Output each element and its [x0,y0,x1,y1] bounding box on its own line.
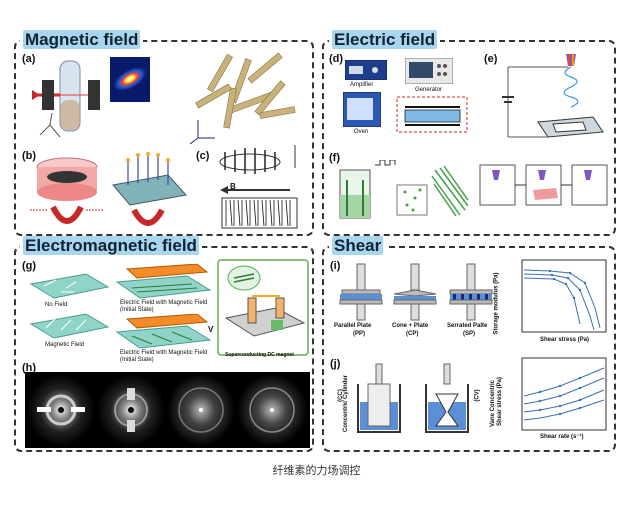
dish-magnet-illustration [30,157,104,224]
parallel-plate-geometry [339,263,383,321]
figure-caption: 纤维素的力场调控 [272,464,361,477]
cp-abbr: (CP) [406,331,419,337]
electric-magnetic-film-top [115,264,212,299]
magnetic-field-film [29,313,110,339]
oven-device [343,92,381,127]
amplifier-label: Amplifier [350,82,374,88]
electric-magnetic-initial-label: Electric Field with Magnetic Field (Init… [120,300,208,313]
magnetic-field-title: Magnetic field [20,30,144,50]
b-field-symbol: B [230,182,236,191]
plot-j-xlabel: Shear rate (s⁻¹) [540,434,584,440]
superconducting-magnet-setup [217,259,309,356]
electric-magnetic-initial-label-2: Electric Field with Magnetic Field (Init… [120,350,208,363]
diffraction-pattern-4 [237,374,307,446]
concentric-cylinder-geometry [357,363,401,433]
magnetic-tube-illustration [32,60,100,138]
plot-j-ylabel: Shear stress (Pa) [497,376,504,427]
plot-i-ylabel: Storage modulus (Pa) [493,272,500,335]
subpanel-d-label: (d) [329,53,344,65]
oven-label: Oven [354,129,369,135]
serrated-plate-geometry [449,263,493,321]
electrophoretic-bath-diagram [339,160,428,219]
subpanel-j-label: (j) [330,358,341,370]
subpanel-e-label: (e) [484,53,498,65]
fiber-alignment-bundle [431,165,469,217]
diffraction-pattern-3 [167,374,235,446]
cc-name: Concentric Cylinder [343,374,350,433]
sp-abbr: (SP) [463,331,475,337]
amplifier-device [345,60,387,80]
magnetic-field-panel [14,40,314,236]
electromagnetic-field-title: Electromagnetic field [20,236,202,256]
diffraction-pattern-2 [97,374,165,446]
plot-i-xlabel: Shear stress (Pa) [540,337,590,343]
generator-label: Generator [415,87,443,93]
pp-name: Parallel Plate [334,323,372,329]
electric-field-panel [322,40,616,236]
cone-plate-geometry [393,263,437,321]
cp-name: Cone + Plate [392,323,429,329]
diffraction-pattern-1 [27,374,95,446]
no-field-film [29,273,110,299]
vane-abbr: (CV) [474,389,481,402]
electrospinning-diagram [502,54,604,138]
shear-title: Shear [329,236,387,256]
printing-steps-diagram [479,164,608,206]
subpanel-h-label: (h) [22,362,37,374]
vane-geometry [425,363,469,433]
fibril-film-magnet-illustration [112,152,187,226]
subpanel-b-label: (b) [22,150,37,162]
electric-magnetic-film-bottom [115,314,212,349]
pp-abbr: (PP) [353,331,365,337]
magnetic-field-label: Magnetic Field [45,342,85,348]
subpanel-c-label: (c) [196,150,210,162]
shear-stress-plot [521,357,607,431]
subpanel-f-label: (f) [329,152,340,164]
shear-panel [322,246,616,452]
cc-abbr: (CC) [337,389,344,402]
electric-field-title: Electric field [329,30,441,50]
subpanel-a-label: (a) [22,53,36,65]
oriented-fibrils-illustration [190,52,296,145]
saxs-pattern-image [110,57,150,102]
no-field-label: No Field [45,302,68,308]
subpanel-i-label: (i) [330,260,341,272]
subpanel-g-label: (g) [22,260,37,272]
electrode-cell-diagram [396,96,468,133]
signal-generator-device [405,58,453,84]
sp-name: Serrated Palte [447,323,488,329]
aligned-rods-diagram [219,145,298,229]
vane-name: Vane Concentric [490,379,497,428]
superconducting-label: Superconducting DC magnet [225,352,294,358]
v-symbol: V [208,325,214,334]
storage-modulus-plot [521,259,607,333]
